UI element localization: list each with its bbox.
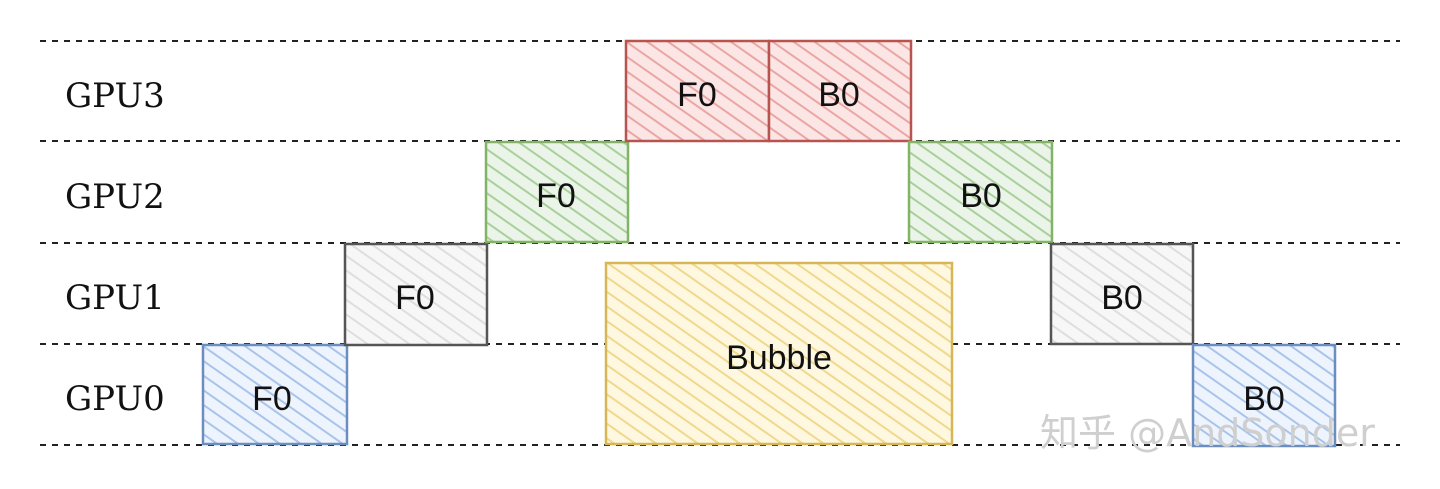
row-label-gpu2: GPU2 (65, 177, 165, 217)
block-box (201, 343, 349, 446)
block-box (343, 242, 489, 347)
block-box (1191, 343, 1337, 448)
block-gpu0-b0: B0 (1191, 343, 1337, 448)
block-box (484, 140, 630, 244)
block-label: F0 (395, 279, 435, 317)
row-label-gpu3: GPU3 (65, 76, 165, 116)
block-label: B0 (1101, 279, 1143, 317)
block-label: B0 (818, 76, 860, 114)
block-gpu0-f0: F0 (201, 343, 349, 446)
bubble-box (604, 261, 954, 446)
row-label-gpu1: GPU1 (65, 278, 165, 318)
block-label: B0 (960, 177, 1002, 215)
row-labels: GPU3 GPU2 GPU1 GPU0 (65, 76, 165, 419)
block-label: B0 (1243, 380, 1285, 418)
block-gpu2-f0: F0 (484, 140, 630, 244)
watermark: 知乎 @AndSonder (1040, 411, 1375, 455)
block-gpu3-b0: B0 (767, 39, 913, 143)
block-box (907, 140, 1054, 244)
row-label-gpu0: GPU0 (65, 379, 165, 419)
block-box (767, 39, 913, 143)
bubble-label: Bubble (726, 339, 832, 377)
block-gpu1-b0: B0 (1049, 242, 1195, 346)
bubble-region: Bubble (604, 261, 954, 446)
block-box (1049, 242, 1195, 346)
block-label: F0 (536, 177, 576, 215)
block-gpu1-f0: F0 (343, 242, 489, 347)
block-label: F0 (252, 380, 292, 418)
block-gpu3-f0: F0 (624, 39, 771, 143)
block-gpu2-b0: B0 (907, 140, 1054, 244)
block-box (624, 39, 771, 143)
block-label: F0 (677, 76, 717, 114)
